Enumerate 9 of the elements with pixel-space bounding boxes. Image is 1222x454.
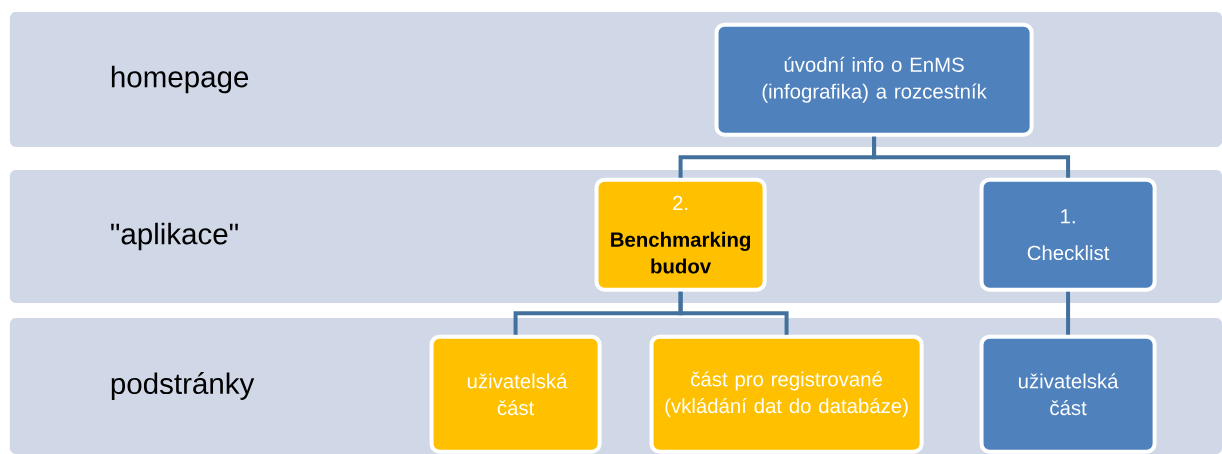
connector [1066, 291, 1071, 335]
connector [678, 291, 789, 335]
connector [872, 136, 1071, 178]
process-box: 2. Benchmarking budov [594, 177, 767, 292]
process-box: úvodní info o EnMS (infografika) a rozcestník [714, 22, 1034, 137]
process-box: 1. Checklist [979, 177, 1157, 292]
process-box: uživatelská část [979, 334, 1157, 454]
process-box: uživatelská část [429, 334, 602, 454]
process-box: část pro registrované (vkládání dat do databáze) [649, 334, 924, 454]
